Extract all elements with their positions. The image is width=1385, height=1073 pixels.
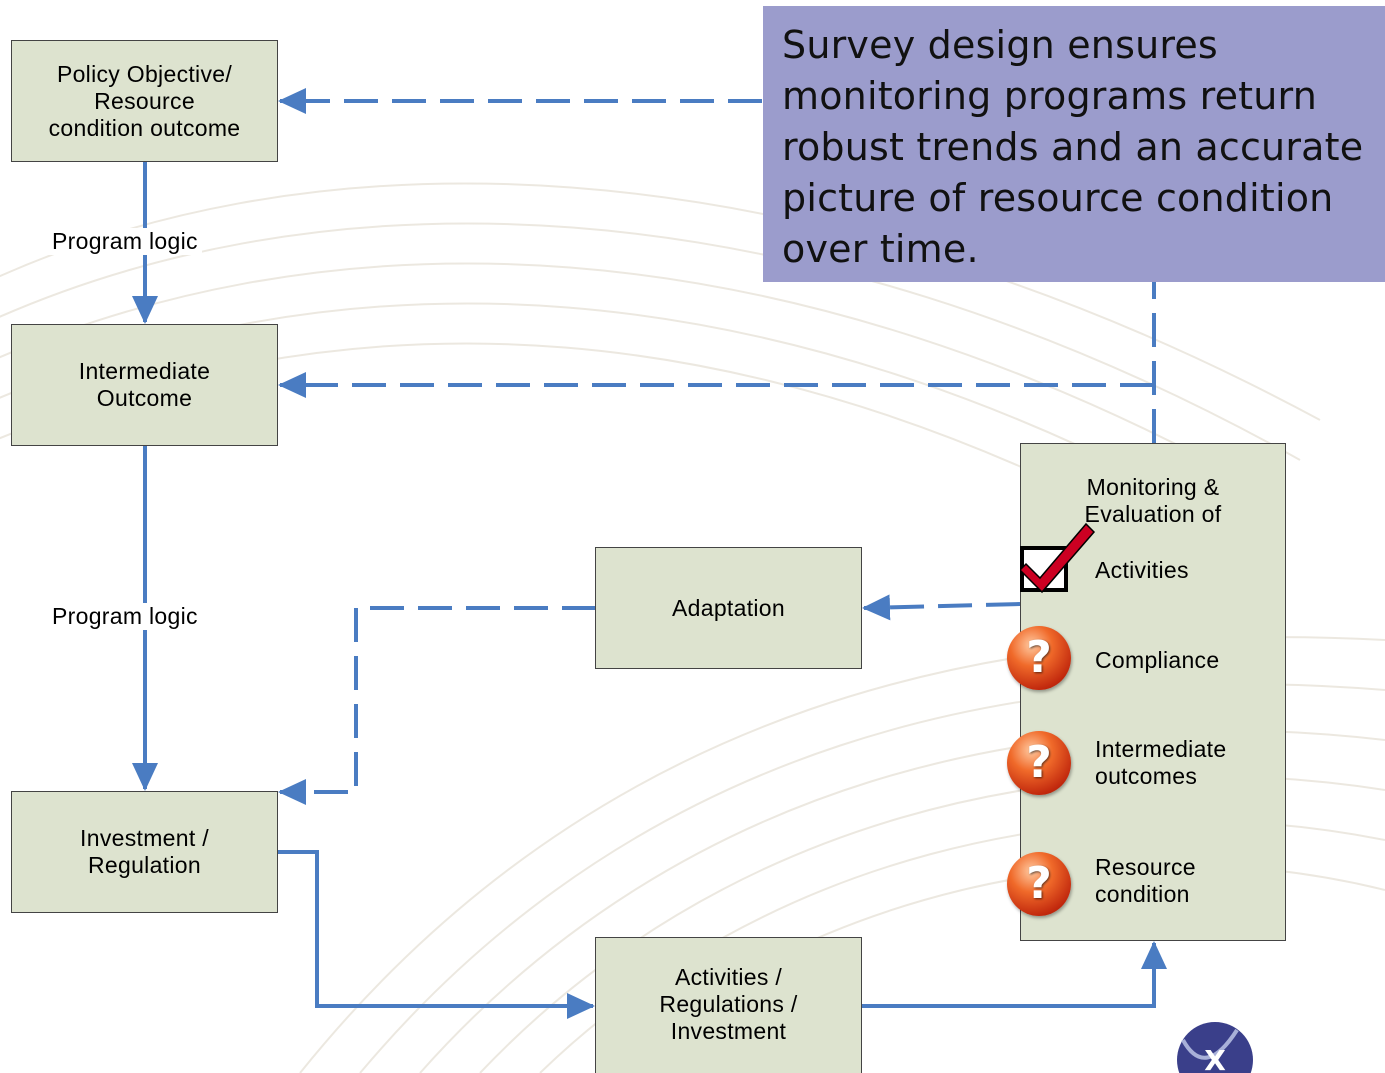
monitoring-title: Monitoring & Evaluation of	[1084, 474, 1222, 527]
callout-survey-design: Survey design ensures monitoring program…	[763, 6, 1385, 282]
question-icon: ?	[1007, 626, 1071, 690]
box-investment-regulation-label: Investment / Regulation	[80, 825, 209, 878]
box-investment-regulation: Investment / Regulation	[11, 791, 278, 913]
check-icon	[1020, 522, 1096, 594]
box-adaptation-label: Adaptation	[672, 594, 785, 621]
question-icon: ?	[1007, 731, 1071, 795]
callout-text: Survey design ensures monitoring program…	[782, 23, 1364, 271]
edge-label-program-logic-lower: Program logic	[48, 603, 202, 630]
svg-text:X: X	[1204, 1044, 1226, 1073]
monitoring-item-intermediate-outcomes: Intermediate outcomes	[1095, 736, 1227, 789]
box-policy-objective: Policy Objective/ Resource condition out…	[11, 40, 278, 162]
box-activities-regulations-investment: Activities / Regulations / Investment	[595, 937, 862, 1073]
monitoring-item-compliance: Compliance	[1095, 647, 1220, 673]
box-intermediate-outcome-label: Intermediate Outcome	[78, 358, 211, 411]
box-intermediate-outcome: Intermediate Outcome	[11, 324, 278, 446]
edge-label-program-logic-upper: Program logic	[48, 228, 202, 255]
question-icon: ?	[1007, 852, 1071, 916]
box-activities-label: Activities / Regulations / Investment	[659, 964, 798, 1044]
logo-icon: X	[1177, 1022, 1253, 1073]
monitoring-evaluation-panel: Monitoring & Evaluation of Activities Co…	[1020, 443, 1286, 941]
box-policy-objective-label: Policy Objective/ Resource condition out…	[48, 60, 241, 141]
monitoring-item-resource-condition: Resource condition	[1095, 854, 1196, 907]
box-adaptation: Adaptation	[595, 547, 862, 669]
monitoring-item-activities: Activities	[1095, 557, 1189, 583]
